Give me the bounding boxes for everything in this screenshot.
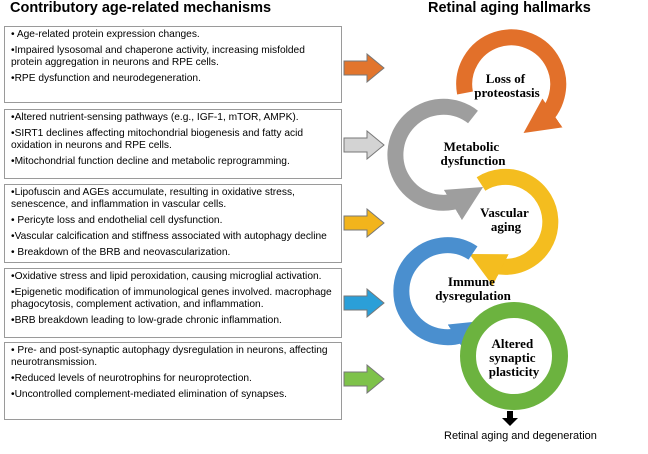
right-arrow-icon xyxy=(343,53,385,83)
mechanism-item: •Impaired lysosomal and chaperone activi… xyxy=(11,44,305,69)
right-arrow-icon xyxy=(343,130,385,160)
mechanism-box-synaptic: • Pre- and post-synaptic autophagy dysre… xyxy=(4,342,342,420)
hallmark-ring-synaptic xyxy=(460,302,568,410)
hallmark-ring-immune xyxy=(393,237,487,355)
mechanism-item: •Mitochondrial function decline and meta… xyxy=(11,155,290,167)
footer-caption: Retinal aging and degeneration xyxy=(444,430,597,442)
right-arrow-icon xyxy=(343,364,385,394)
hallmark-label-synaptic: Altered synaptic plasticity xyxy=(489,336,540,379)
mechanism-item: • Breakdown of the BRB and neovasculariz… xyxy=(11,246,231,258)
mechanisms-heading: Contributory age-related mechanisms xyxy=(10,0,272,16)
mechanism-box-metabolic: •Altered nutrient-sensing pathways (e.g.… xyxy=(4,109,342,179)
mechanism-item: •Uncontrolled complement-mediated elimin… xyxy=(11,388,287,400)
hallmark-ring-proteostasis xyxy=(456,29,567,134)
hallmark-label-metabolic: Metabolic dysfunction xyxy=(440,139,506,168)
mechanism-item: •Epigenetic modification of immunologica… xyxy=(11,286,332,311)
mechanism-item: • Pre- and post-synaptic autophagy dysre… xyxy=(11,345,328,369)
mechanism-item: •Oxidative stress and lipid peroxidation… xyxy=(11,271,322,282)
hallmark-label-vascular: Vascular aging xyxy=(480,205,532,234)
hallmark-label-proteostasis: Loss of proteostasis xyxy=(474,71,539,100)
mechanism-item: •Altered nutrient-sensing pathways (e.g.… xyxy=(11,112,299,123)
mechanism-box-immune: •Oxidative stress and lipid peroxidation… xyxy=(4,268,342,338)
mechanism-item: •BRB breakdown leading to low-grade chro… xyxy=(11,314,282,326)
hallmark-ring-metabolic xyxy=(387,98,484,221)
mechanism-item: •Reduced levels of neurotrophins for neu… xyxy=(11,373,252,385)
mechanism-item: • Age-related protein expression changes… xyxy=(11,29,200,40)
hallmark-label-immune: Immune dysregulation xyxy=(435,274,511,303)
right-arrow-icon xyxy=(343,208,385,238)
mechanism-item: •Lipofuscin and AGEs accumulate, resulti… xyxy=(11,187,295,211)
hallmarks-heading: Retinal aging hallmarks xyxy=(428,0,591,16)
down-arrow-icon xyxy=(502,411,518,426)
hallmark-ring-vascular xyxy=(469,168,559,286)
mechanism-item: •Vascular calcification and stiffness as… xyxy=(11,230,327,242)
mechanism-item: •RPE dysfunction and neurodegeneration. xyxy=(11,72,201,84)
mechanism-item: • Pericyte loss and endothelial cell dys… xyxy=(11,215,223,227)
mechanism-box-proteostasis: • Age-related protein expression changes… xyxy=(4,26,342,103)
mechanism-box-vascular: •Lipofuscin and AGEs accumulate, resulti… xyxy=(4,184,342,263)
mechanism-item: •SIRT1 declines affecting mitochondrial … xyxy=(11,127,304,152)
right-arrow-icon xyxy=(343,288,385,318)
